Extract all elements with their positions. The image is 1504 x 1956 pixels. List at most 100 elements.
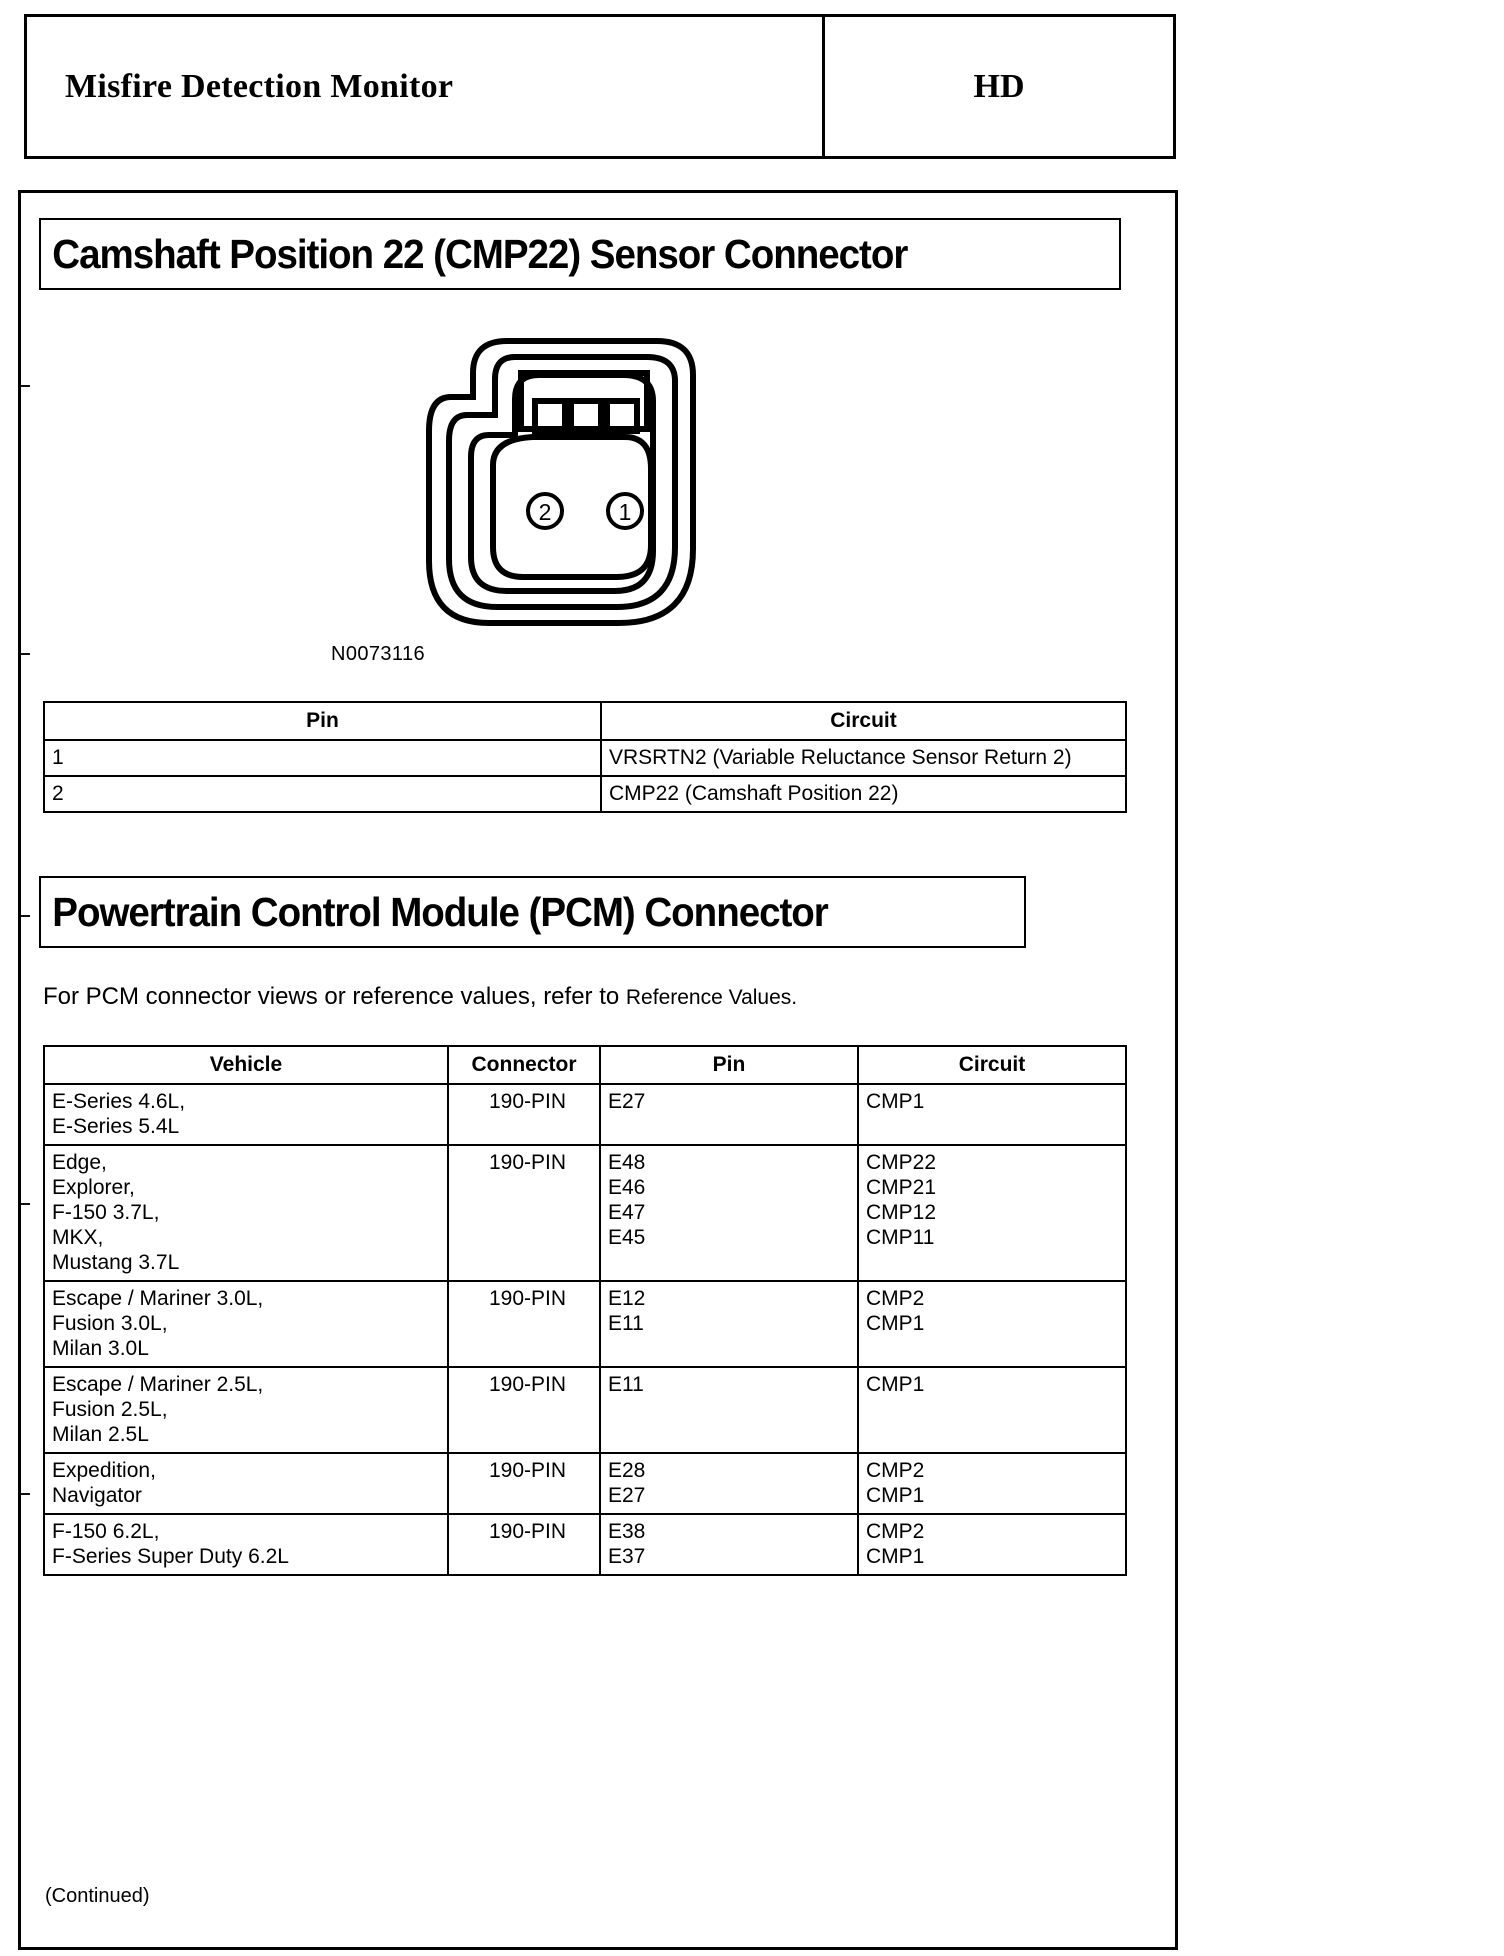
circuit-cell-line: CMP1 xyxy=(866,1090,925,1113)
continued-note: (Continued) xyxy=(45,1885,150,1907)
table-row: E-Series 4.6L,E-Series 5.4L 190-PIN E27 CMP… xyxy=(43,1083,1127,1146)
pin-cell: E11 xyxy=(599,1366,859,1454)
pin-cell-line: E48 xyxy=(608,1151,646,1174)
table-row: F-150 6.2L,F-Series Super Duty 6.2L 190-P… xyxy=(43,1513,1127,1576)
pin-1-label: 1 xyxy=(619,499,632,525)
pin-cell-line: E27 xyxy=(608,1090,646,1113)
circuit-cell-line: CMP1 xyxy=(866,1484,925,1507)
circuit-cell-line: CMP2 xyxy=(866,1520,925,1543)
pin-cell: E27 xyxy=(599,1083,859,1146)
circuit-cell-line: CMP2 xyxy=(866,1287,925,1310)
pin-cell-line: E47 xyxy=(608,1201,646,1224)
column-header-vehicle: Vehicle xyxy=(43,1045,449,1085)
connector-cell: 190-PIN xyxy=(447,1280,601,1368)
pin-cell-line: E12 xyxy=(608,1287,646,1310)
header-code-cell: HD xyxy=(825,17,1173,156)
circuit-cell-line: CMP1 xyxy=(866,1545,925,1568)
reference-values-link[interactable]: Reference Values. xyxy=(625,986,798,1009)
connector-cell: 190-PIN xyxy=(447,1144,601,1282)
cmp-section-title-box: Camshaft Position 22 (CMP22) Sensor Conn… xyxy=(39,218,1121,290)
margin-tick xyxy=(21,385,30,387)
connector-cell: 190-PIN xyxy=(447,1083,601,1146)
connector-outline-svg: 2 1 xyxy=(426,338,696,626)
circuit-cell-line: CMP12 xyxy=(866,1201,937,1224)
circuit-cell-line: CMP2 xyxy=(866,1459,925,1482)
circuit-cell-line: CMP21 xyxy=(866,1176,937,1199)
circuit-value: VRSRTN2 (Variable Reluctance Sensor Retu… xyxy=(600,739,1127,777)
vehicle-cell: F-150 6.2L,F-Series Super Duty 6.2L xyxy=(43,1513,449,1576)
cmp22-connector-diagram: 2 1 xyxy=(411,323,731,643)
margin-tick xyxy=(21,653,30,655)
vehicle-cell-line: E-Series 5.4L xyxy=(52,1115,180,1138)
vehicle-cell-line: Milan 3.0L xyxy=(52,1337,149,1360)
vehicle-cell-line: Navigator xyxy=(52,1484,142,1507)
column-header-circuit: Circuit xyxy=(600,701,1127,741)
connector-cell: 190-PIN xyxy=(447,1452,601,1515)
circuit-cell-line: CMP22 xyxy=(866,1151,937,1174)
vehicle-cell-line: Milan 2.5L xyxy=(52,1423,149,1446)
margin-tick xyxy=(21,1493,30,1495)
circuit-cell: CMP1 xyxy=(857,1366,1127,1454)
margin-tick xyxy=(21,915,30,917)
column-header-pin: Pin xyxy=(599,1045,859,1085)
pcm-reference-note: For PCM connector views or reference val… xyxy=(43,983,797,1011)
table-row: Escape / Mariner 2.5L,Fusion 2.5L,Milan … xyxy=(43,1366,1127,1454)
pin-cell-line: E28 xyxy=(608,1459,646,1482)
cmp-section-title: Camshaft Position 22 (CMP22) Sensor Conn… xyxy=(52,230,908,277)
pin-cell-line: E11 xyxy=(608,1312,644,1335)
pin-marker-group xyxy=(526,492,644,530)
vehicle-cell: Escape / Mariner 2.5L,Fusion 2.5L,Milan … xyxy=(43,1366,449,1454)
vehicle-cell: E-Series 4.6L,E-Series 5.4L xyxy=(43,1083,449,1146)
pin-cell-line: E27 xyxy=(608,1484,646,1507)
connector-cell: 190-PIN xyxy=(447,1366,601,1454)
vehicle-cell-line: F-Series Super Duty 6.2L xyxy=(52,1545,289,1568)
vehicle-cell: Expedition,Navigator xyxy=(43,1452,449,1515)
content-frame: Camshaft Position 22 (CMP22) Sensor Conn… xyxy=(18,190,1178,1950)
table-row: 2 CMP22 (Camshaft Position 22) xyxy=(43,775,1127,813)
pcm-section-title: Powertrain Control Module (PCM) Connecto… xyxy=(52,888,829,935)
pin-cell-line: E46 xyxy=(608,1176,646,1199)
header-title-cell: Misfire Detection Monitor xyxy=(27,17,825,156)
vehicle-cell-line: Edge, xyxy=(52,1151,107,1174)
pin-cell-line: E38 xyxy=(608,1520,646,1543)
connector-cell-line: 190-PIN xyxy=(488,1459,567,1482)
pin-value: 2 xyxy=(43,775,602,813)
pin-2-label: 2 xyxy=(539,499,552,525)
vehicle-cell-line: E-Series 4.6L, xyxy=(52,1090,186,1113)
vehicle-cell: Edge,Explorer,F-150 3.7L,MKX,Mustang 3.7… xyxy=(43,1144,449,1282)
circuit-cell: CMP1 xyxy=(857,1083,1127,1146)
vehicle-cell-line: Escape / Mariner 2.5L, xyxy=(52,1373,264,1396)
header-code-badge: HD xyxy=(973,67,1025,105)
circuit-cell-line: CMP11 xyxy=(866,1226,935,1249)
vehicle-cell-line: F-150 6.2L, xyxy=(52,1520,160,1543)
connector-cell-line: 190-PIN xyxy=(488,1090,567,1113)
pcm-connector-table: Vehicle Connector Pin Circuit E-Series 4… xyxy=(43,1045,1127,1576)
pin-cell-line: E37 xyxy=(608,1545,646,1568)
vehicle-cell-line: Expedition, xyxy=(52,1459,156,1482)
page-title: Misfire Detection Monitor xyxy=(65,67,454,105)
vehicle-cell-line: Explorer, xyxy=(52,1176,135,1199)
table-row: Edge,Explorer,F-150 3.7L,MKX,Mustang 3.7… xyxy=(43,1144,1127,1282)
table-row: Escape / Mariner 3.0L,Fusion 3.0L,Milan … xyxy=(43,1280,1127,1368)
column-header-pin: Pin xyxy=(43,701,602,741)
connector-cell-line: 190-PIN xyxy=(488,1151,567,1174)
circuit-value: CMP22 (Camshaft Position 22) xyxy=(600,775,1127,813)
pcm-section-title-box: Powertrain Control Module (PCM) Connecto… xyxy=(39,876,1026,948)
column-header-connector: Connector xyxy=(447,1045,601,1085)
connector-part-number: N0073116 xyxy=(331,643,426,665)
table-row: 1 VRSRTN2 (Variable Reluctance Sensor Re… xyxy=(43,739,1127,777)
pin-value: 1 xyxy=(43,739,602,777)
connector-cell-line: 190-PIN xyxy=(488,1520,567,1543)
pin-cell-line: E45 xyxy=(608,1226,646,1249)
circuit-cell-line: CMP1 xyxy=(866,1373,925,1396)
